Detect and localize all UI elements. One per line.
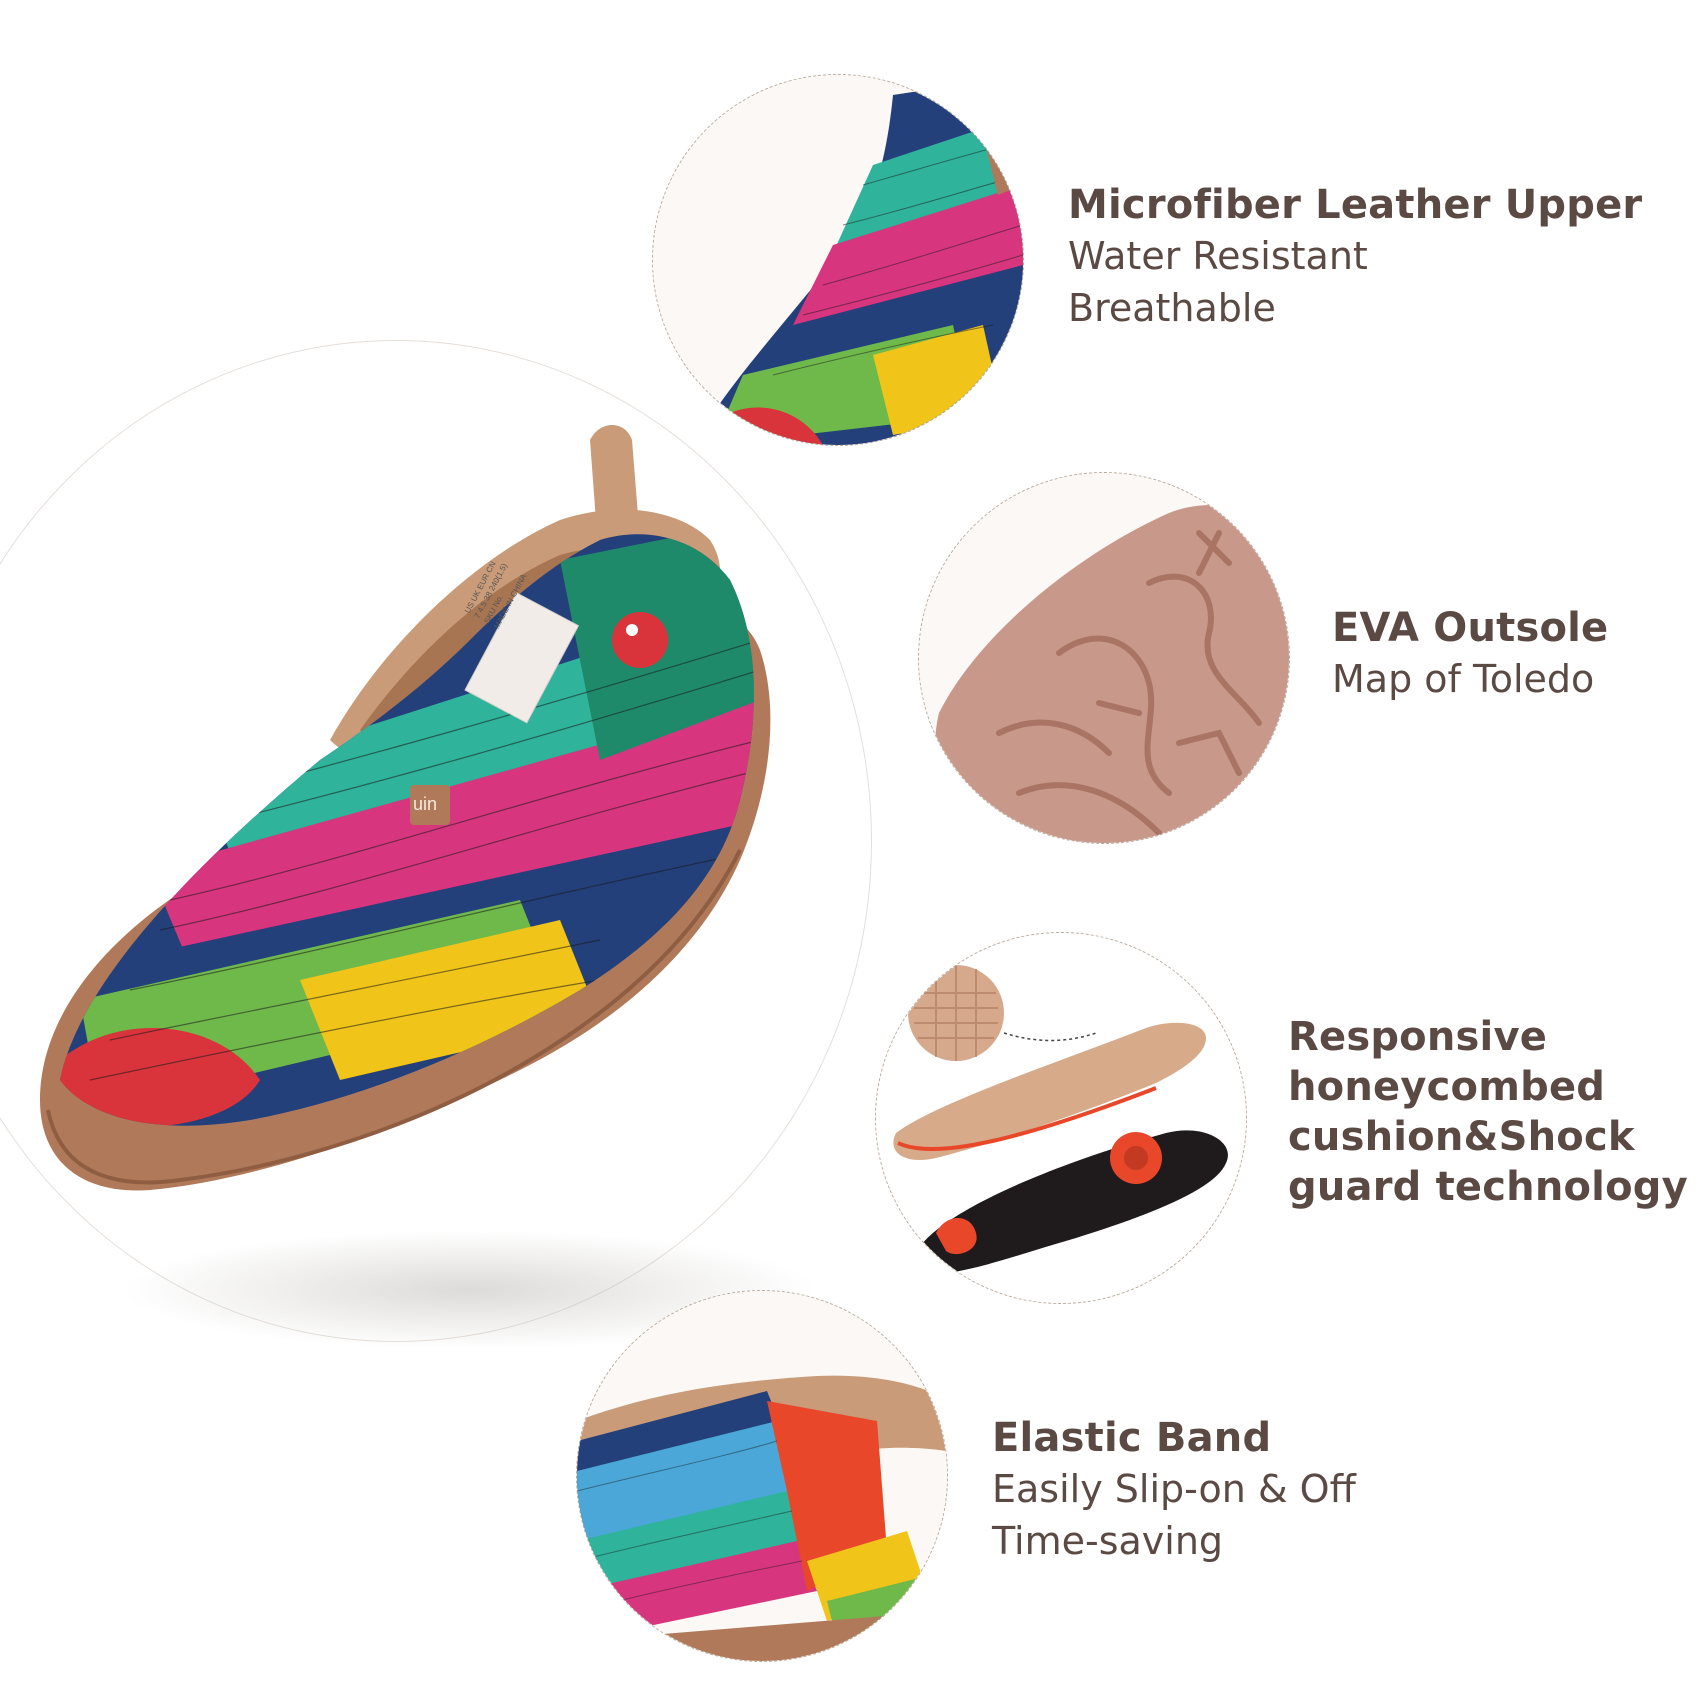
- insole-closeup-circle: [875, 932, 1247, 1304]
- feature-outsole-title: EVA Outsole: [1332, 605, 1609, 651]
- feature-cushion-title-line-2: honeycombed: [1288, 1064, 1606, 1110]
- feature-elastic-band-line-2: Time-saving: [992, 1519, 1224, 1563]
- elastic-band-closeup-circle: [576, 1290, 948, 1662]
- feature-cushion-title-line-3: cushion&Shock: [1288, 1114, 1635, 1160]
- outsole-closeup-circle: [918, 472, 1290, 844]
- feature-upper-line-1: Water Resistant: [1068, 234, 1368, 278]
- upper-closeup-circle: [652, 74, 1024, 446]
- feature-elastic-band-line-1: Easily Slip-on & Off: [992, 1467, 1356, 1511]
- feature-cushion-title-line-1: Responsive: [1288, 1014, 1548, 1060]
- feature-upper-title: Microfiber Leather Upper: [1068, 182, 1643, 228]
- feature-cushion: Responsive honeycombed cushion&Shock gua…: [1288, 1012, 1688, 1212]
- feature-elastic-band: Elastic Band Easily Slip-on & Off Time-s…: [992, 1413, 1356, 1567]
- feature-cushion-title-line-4: guard technology: [1288, 1164, 1688, 1210]
- feature-outsole: EVA Outsole Map of Toledo: [1332, 603, 1608, 705]
- feature-elastic-band-title: Elastic Band: [992, 1415, 1272, 1461]
- feature-upper: Microfiber Leather Upper Water Resistant…: [1068, 180, 1642, 334]
- brand-label: uin: [413, 794, 438, 814]
- feature-upper-line-2: Breathable: [1068, 286, 1276, 330]
- feature-outsole-line-1: Map of Toledo: [1332, 657, 1595, 701]
